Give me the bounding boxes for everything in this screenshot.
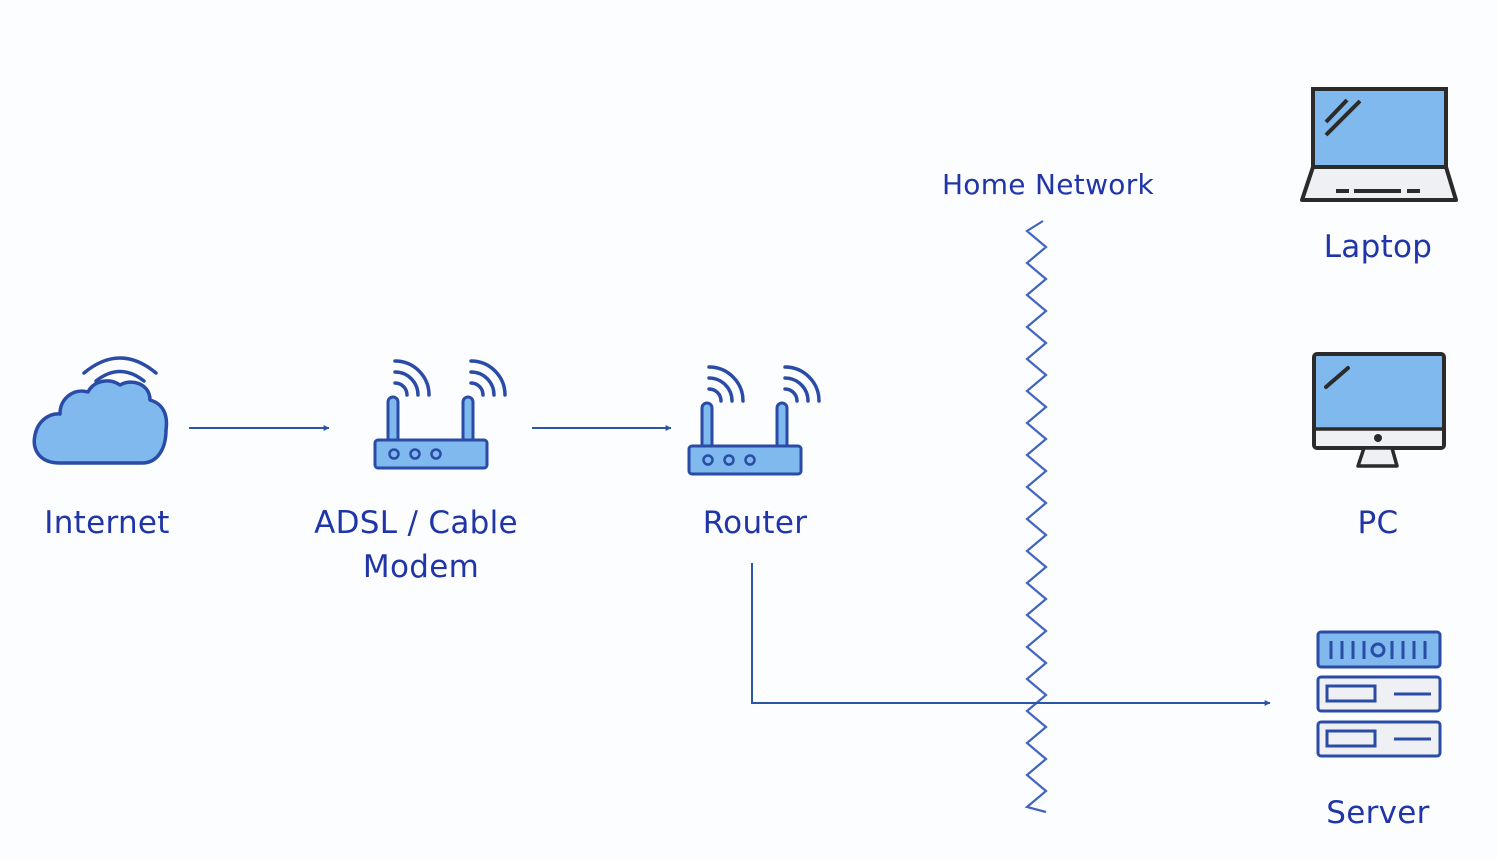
modem-router-icon	[373, 359, 507, 470]
router-label: Router	[702, 505, 808, 541]
edge-router-server	[751, 563, 1271, 706]
laptop-icon	[1300, 87, 1458, 202]
desktop-monitor-icon	[1312, 352, 1446, 468]
modem-label-line1: ADSL / Cable	[314, 505, 518, 541]
home-network-boundary	[1024, 220, 1048, 814]
router-icon	[687, 365, 821, 476]
server-label: Server	[1326, 795, 1430, 831]
cloud-icon	[32, 356, 169, 465]
laptop-label: Laptop	[1323, 229, 1433, 265]
pc-label: PC	[1357, 505, 1399, 541]
internet-label: Internet	[44, 505, 170, 541]
modem-label-line2: Modem	[362, 549, 480, 585]
home-network-title: Home Network	[941, 168, 1155, 201]
server-icon	[1316, 630, 1442, 758]
